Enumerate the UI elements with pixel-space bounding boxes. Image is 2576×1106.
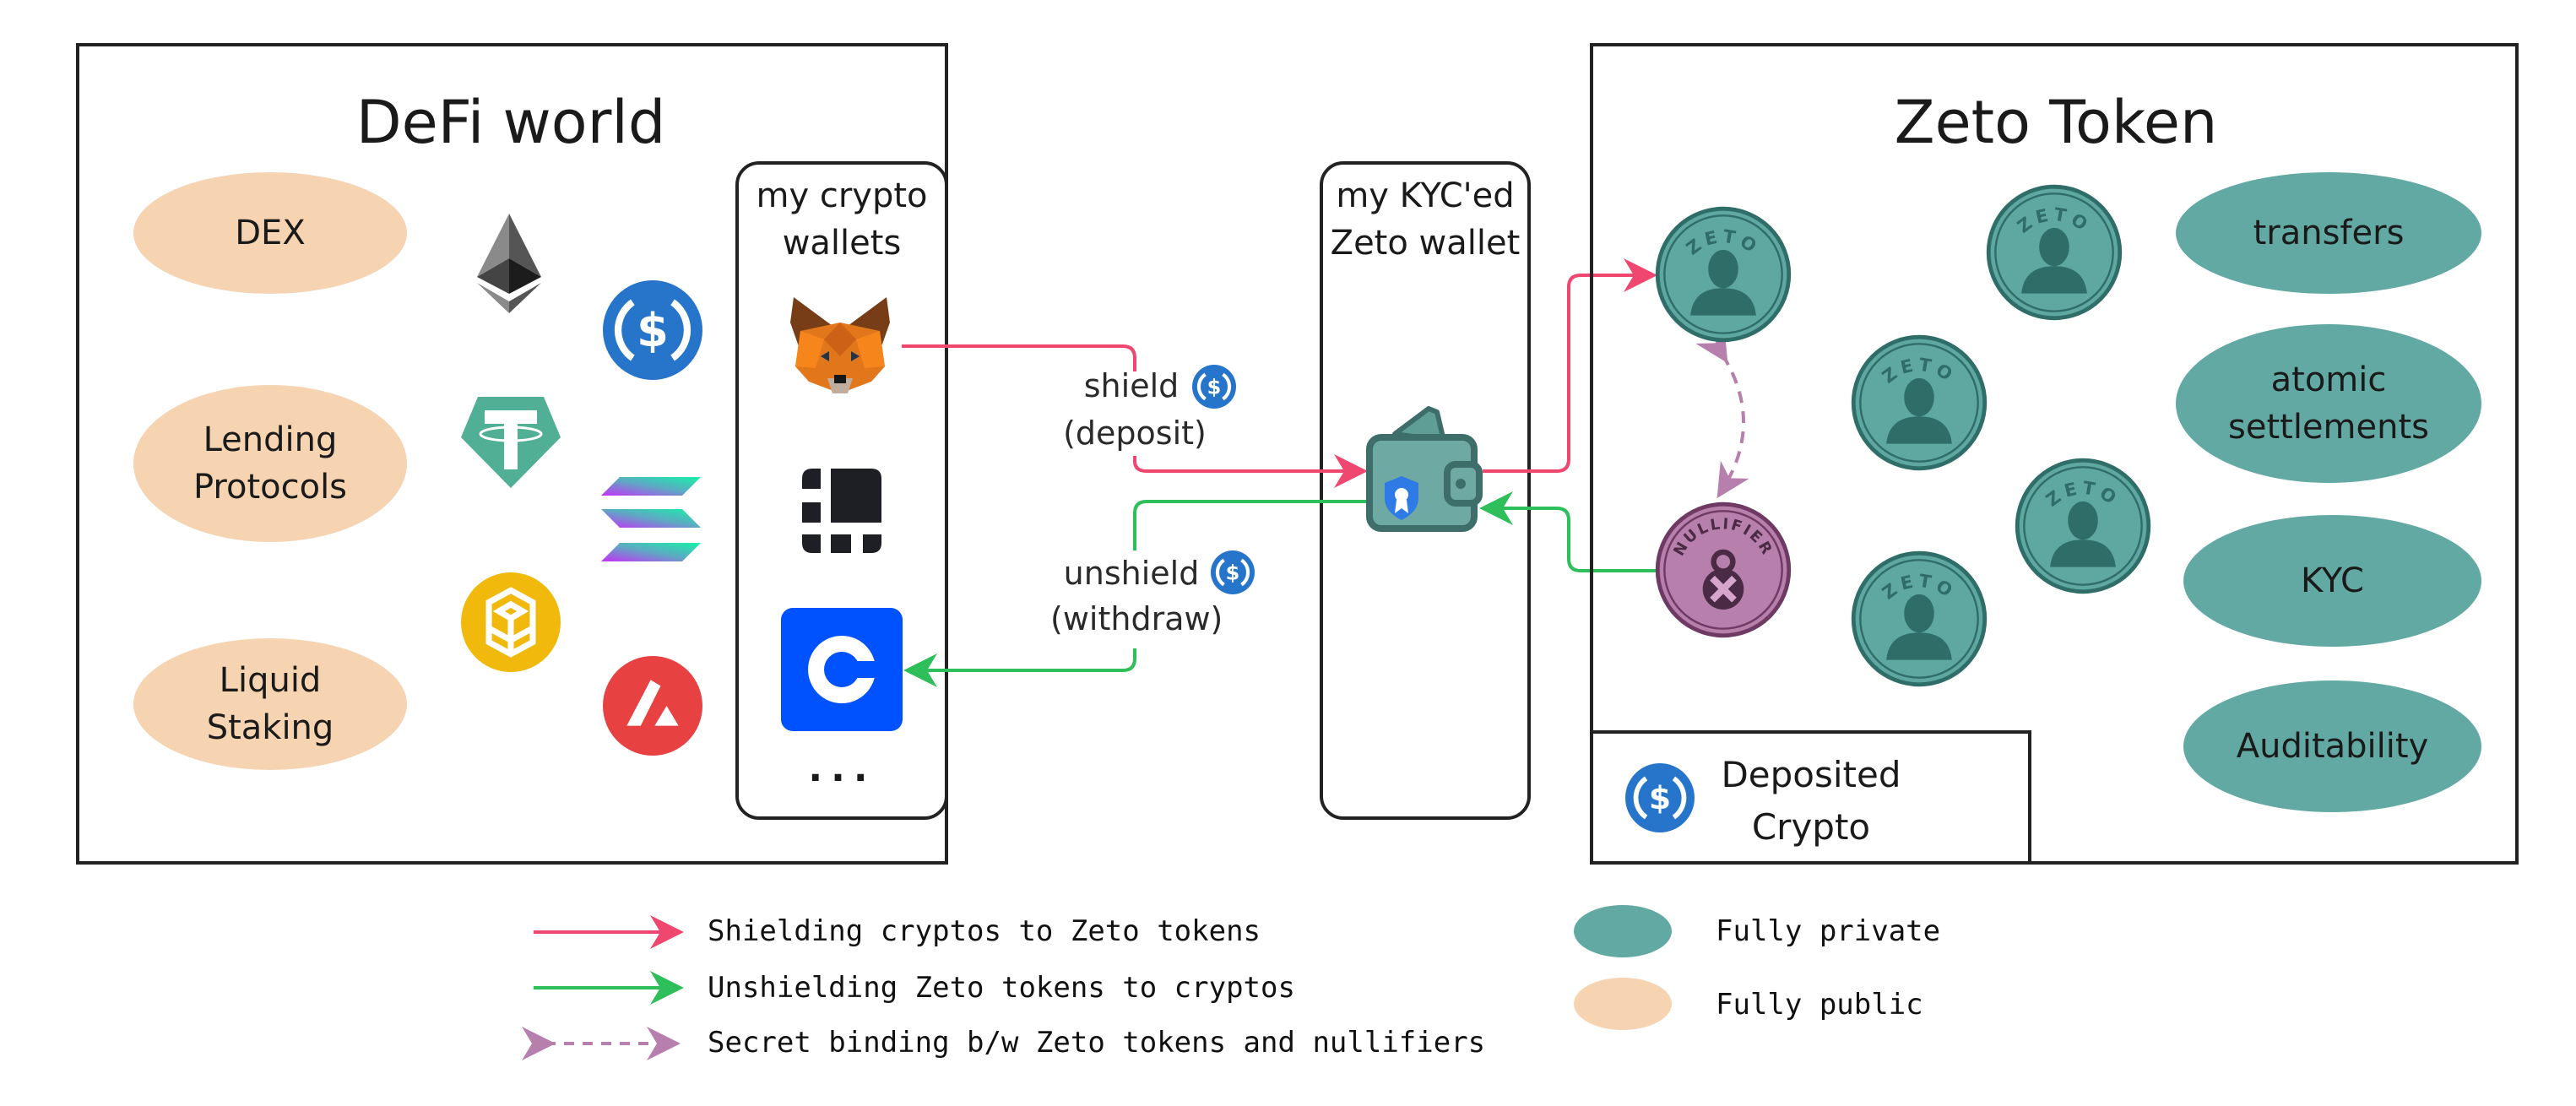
feature-atomic-settlements: atomic settlements <box>2176 324 2481 483</box>
zeto-coin-icon: ZETO <box>2015 458 2151 594</box>
coinbase-wallet-icon[interactable] <box>781 608 903 731</box>
protocol-label-line1: Liquid <box>219 661 322 700</box>
secret-binding-arrow <box>1695 325 1749 499</box>
nullifier-to-wallet-arrow <box>1479 491 1657 572</box>
svg-text:$: $ <box>637 304 669 357</box>
deposited-crypto-line2: Crypto <box>1751 806 1871 848</box>
feature-label-line1: atomic <box>2270 361 2387 399</box>
unshield-label-text: unshield <box>1063 555 1200 592</box>
protocol-lending: Lending Protocols <box>133 385 407 542</box>
crypto-wallets-title-line1: my crypto <box>756 176 928 215</box>
nullifier-coin-icon: NULLIFIER <box>1655 501 1792 638</box>
unshield-arrow-top-segment <box>1133 500 1368 550</box>
solana-icon <box>601 477 701 561</box>
bnb-icon <box>461 572 561 672</box>
zeto-coin-icon: ZETO <box>1851 550 1988 687</box>
legend-unshield-label: Unshielding Zeto tokens to cryptos <box>708 971 1295 1005</box>
zeto-coin-icon: ZETO <box>1851 334 1988 471</box>
feature-transfers: transfers <box>2176 172 2481 294</box>
metamask-icon[interactable] <box>790 297 890 393</box>
avalanche-icon <box>603 656 702 756</box>
usdc-icon: $ <box>1211 550 1255 594</box>
feature-label: Auditability <box>2236 727 2429 766</box>
svg-text:$: $ <box>1226 561 1240 584</box>
protocol-label-line2: Staking <box>206 708 334 747</box>
zeto-coin-icon: ZETO <box>1655 206 1792 343</box>
usdc-icon: $ <box>1192 365 1236 409</box>
protocol-label-line1: Lending <box>203 420 338 459</box>
zeto-token-panel <box>1590 43 2519 865</box>
protocol-liquid-staking: Liquid Staking <box>133 638 407 770</box>
shield-to-zeto-arrow <box>1483 258 1657 473</box>
protocol-dex: DEX <box>133 172 407 294</box>
kyc-wallet-title-line1: my KYC'ed <box>1336 176 1515 215</box>
crypto-wallets-title-line2: wallets <box>782 224 902 263</box>
crypto-wallets-title: my crypto wallets <box>735 172 948 267</box>
deposited-crypto-label: Deposited Crypto <box>1697 749 1925 854</box>
kyc-wallet-icon[interactable] <box>1366 406 1483 532</box>
legend-private-label: Fully private <box>1716 914 1941 948</box>
tether-icon <box>461 397 561 488</box>
kyc-wallet-title-line2: Zeto wallet <box>1330 224 1521 263</box>
shield-label-text: shield <box>1083 367 1180 404</box>
shield-arrow-bottom-segment <box>1133 454 1368 488</box>
unshield-sublabel: (withdraw) <box>1050 600 1223 637</box>
more-wallets-ellipsis: ... <box>808 747 876 790</box>
feature-label-line2: settlements <box>2228 408 2429 447</box>
feature-kyc: KYC <box>2183 515 2481 647</box>
unshield-label: unshield <box>1047 550 1216 596</box>
usdc-icon: $ <box>603 280 702 380</box>
legend-binding-label: Secret binding b/w Zeto tokens and nulli… <box>708 1026 1486 1060</box>
defi-world-title: DeFi world <box>355 88 666 157</box>
legend-binding-arrow <box>522 1027 681 1060</box>
protocol-label: DEX <box>235 214 306 252</box>
zeto-token-title: Zeto Token <box>1894 88 2218 157</box>
legend-unshield-arrow <box>534 971 684 1005</box>
feature-label: transfers <box>2253 214 2405 252</box>
shield-arrow-top-segment <box>902 344 1136 371</box>
ledger-icon[interactable] <box>802 469 881 553</box>
svg-text:$: $ <box>1649 779 1671 816</box>
svg-text:$: $ <box>1207 375 1222 398</box>
shield-sublabel: (deposit) <box>1063 415 1207 452</box>
usdc-icon: $ <box>1625 763 1695 832</box>
unshield-arrow-bottom-segment <box>903 648 1136 687</box>
feature-label: KYC <box>2301 561 2364 600</box>
legend-shield-arrow <box>534 915 684 949</box>
feature-auditability: Auditability <box>2183 680 2481 812</box>
legend-public-label: Fully public <box>1716 988 1923 1022</box>
deposited-crypto-line1: Deposited <box>1721 754 1901 795</box>
legend-shield-label: Shielding cryptos to Zeto tokens <box>708 914 1261 948</box>
ethereum-icon <box>477 214 541 313</box>
legend-private-swatch <box>1574 905 1672 957</box>
shield-label: shield <box>1047 363 1216 409</box>
kyc-wallet-title: my KYC'ed Zeto wallet <box>1320 172 1531 267</box>
legend-public-swatch <box>1574 978 1672 1030</box>
deposited-crypto-box <box>1590 730 2031 865</box>
protocol-label-line2: Protocols <box>193 468 348 507</box>
zeto-coin-icon: ZETO <box>1986 184 2123 321</box>
